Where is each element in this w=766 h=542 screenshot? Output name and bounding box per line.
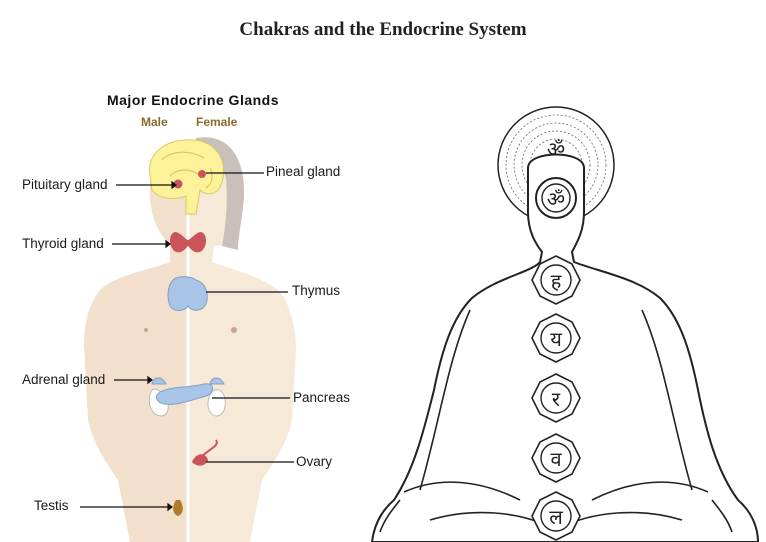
ovary-label: Ovary [296,454,333,469]
thyroid-gland-label: Thyroid gland [22,236,104,251]
pineal-gland-label: Pineal gland [266,164,341,179]
root-chakra: ल [531,491,581,541]
crown-chakra-symbol: ॐ [547,137,565,161]
thymus-icon [167,276,208,311]
pineal-gland-icon [198,170,206,178]
sacral-chakra-glyph: व [550,447,562,471]
heart-chakra: य [531,313,581,363]
male-label: Male [141,115,168,129]
page-title: Chakras and the Endocrine System [239,19,527,40]
pituitary-gland-icon [173,179,183,189]
heart-chakra-glyph: य [550,327,562,351]
brain-icon [149,139,224,215]
third-eye-chakra: ॐ [535,177,577,219]
sacral-chakra: व [531,433,581,483]
label-pointers [80,172,294,512]
adrenal-gland-right-icon [209,377,225,385]
testis-icon [173,500,183,516]
crown-chakra-glyph: ॐ [547,137,565,161]
testis-label: Testis [34,498,69,513]
endocrine-panel-title: Major Endocrine Glands [106,92,280,108]
female-hair [196,137,245,250]
female-body-silhouette [188,149,296,542]
root-chakra-glyph: ल [549,505,563,529]
solar-plexus-chakra-glyph: र [552,387,561,411]
ovary-icon [192,454,208,466]
adrenal-gland-label: Adrenal gland [22,372,106,387]
third-eye-chakra-glyph: ॐ [547,187,565,211]
female-label: Female [196,115,238,129]
right-kidney-icon [207,389,226,417]
thyroid-gland-icon [170,232,206,253]
male-body-silhouette [84,150,188,542]
throat-chakra: ह [531,255,581,305]
pancreas-icon [156,383,213,405]
pancreas-label: Pancreas [293,390,351,405]
throat-chakra-glyph: ह [551,269,562,293]
solar-plexus-chakra: र [531,373,581,423]
adrenal-gland-icon [151,377,167,385]
pituitary-gland-label: Pituitary gland [22,177,108,192]
thymus-label: Thymus [292,283,341,298]
